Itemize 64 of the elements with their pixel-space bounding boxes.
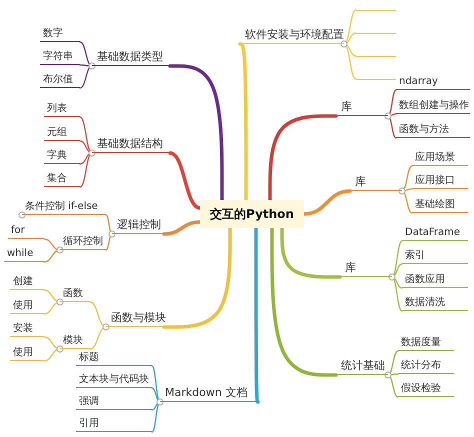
subtopic: while [4,248,44,262]
subtopic: 列表 [44,103,80,117]
subtopic: 应用接口 [412,175,468,189]
branch-connector [254,226,260,404]
branch-connector [162,226,232,329]
branch-connector [79,116,93,154]
subtopic: 强调 [76,396,152,410]
subtopic: 创建 [10,276,44,290]
branch-connector [238,42,248,202]
branch-connector [162,220,202,236]
subtopic: 安装 [10,323,44,337]
subtopic: 引用 [76,418,152,432]
branch-connector [401,190,413,214]
subtopic: 应用场景 [412,152,468,166]
branch-connector [79,152,93,188]
subtopic: 使用 [10,347,44,361]
branch-topic: 统计基础 [336,358,388,375]
subtopic: 文本块与代码块 [76,374,152,388]
subtopic: 元组 [44,127,80,141]
subtopic: 条件控制 if-else [22,201,106,215]
branch-connector [343,43,357,80]
subtopic: 字典 [44,150,80,164]
subtopic: 循环控制 [60,236,106,250]
branch-connector [343,9,357,45]
subtopic: 函数与方法 [396,124,470,138]
branch-connector [387,350,399,376]
subtopic: 模块 [60,335,90,349]
branch-topic: Markdown 文档 [160,385,258,402]
subtopic: 集合 [44,173,80,187]
branch-topic: 库 [340,260,392,277]
subtopic: 数据度量 [398,337,454,351]
branch-connector [168,151,202,210]
branch-topic: 函数与模块 [106,310,164,327]
branch-connector [401,165,413,192]
subtopic: DataFrame [402,227,468,241]
subtopic: 假设检验 [398,383,454,397]
branch-topic: 库 [336,99,388,116]
subtopic: ndarray [396,76,470,90]
branch-connector [168,64,224,202]
subtopic: 数据清洗 [402,297,468,311]
subtopic: 函数应用 [402,274,468,288]
branch-connector [302,189,352,216]
branch-connector [270,226,338,377]
subtopic: 基础绘图 [412,199,468,213]
branch-connector [268,114,338,202]
subtopic: for [8,225,44,239]
branch-topic: 基础数据结构 [92,136,170,153]
subtopic: 字符串 [40,51,80,65]
subtopic: 函数 [60,288,90,302]
subtopic: 标题 [76,352,152,366]
branch-topic: 库 [350,174,402,191]
branch-connector [151,387,161,403]
subtopic: 布尔值 [40,74,80,88]
subtopic: 使用 [10,300,44,314]
subtopic: 统计分布 [398,360,454,374]
branch-connector [280,226,342,279]
central-topic-box: 交互的Python [200,200,304,228]
branch-topic: 逻辑控制 [112,217,164,234]
subtopic: 数组创建与操作 [396,100,470,114]
subtopic: 索引 [402,250,468,264]
branch-topic: 软件安装与环境配置 [240,27,344,44]
branch-topic: 基础数据类型 [92,49,170,66]
branch-connector [387,374,399,398]
subtopic: 数字 [40,28,80,42]
